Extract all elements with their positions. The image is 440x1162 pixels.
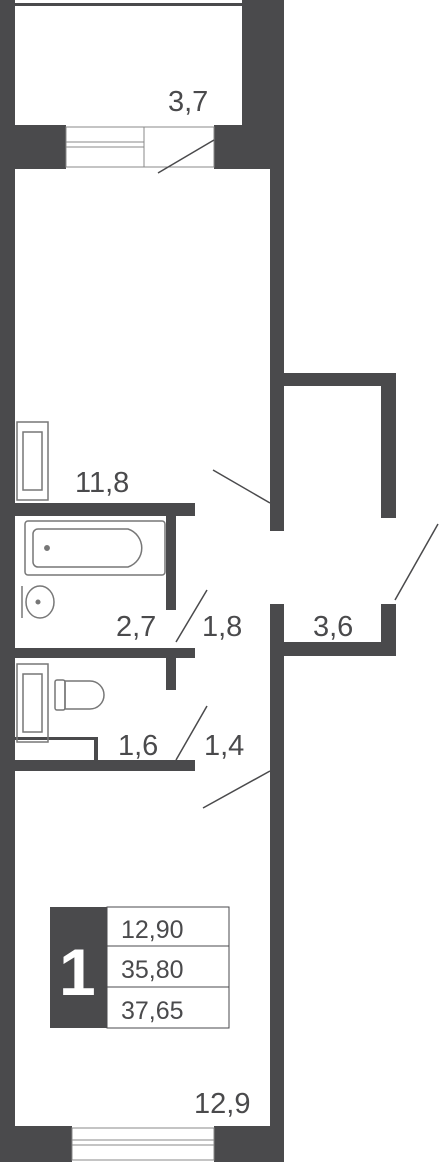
living-area: 12,90 xyxy=(121,916,184,944)
fixtures xyxy=(16,421,166,743)
bath-door-stub xyxy=(166,658,176,690)
wall-pier-right xyxy=(214,125,284,169)
bottom-pier-left xyxy=(0,1126,72,1162)
kitchen-door-swing xyxy=(202,770,271,809)
wall-pier-left xyxy=(0,125,66,169)
area-toilet-corridor: 1,4 xyxy=(204,730,244,762)
storage-bottom-wall xyxy=(284,642,396,656)
balcony-right-wall xyxy=(242,0,284,125)
toilet-bowl xyxy=(64,680,105,710)
bath-door-swing xyxy=(175,589,208,643)
walls xyxy=(0,0,396,1162)
area-toilet: 1,6 xyxy=(118,730,158,762)
toilet-bottom-wall xyxy=(15,760,195,771)
bath-right-stub xyxy=(166,516,176,610)
storage-door-swing xyxy=(394,523,439,601)
area-kitchen: 12,9 xyxy=(194,1088,250,1120)
bath-drain xyxy=(44,545,50,551)
door-swings xyxy=(157,139,439,809)
area-room: 11,8 xyxy=(75,467,129,499)
bath-top-wall xyxy=(15,503,195,516)
toilet-door-swing xyxy=(175,705,208,761)
area-bath-corridor: 1,8 xyxy=(202,611,242,643)
storage-left-jamb xyxy=(270,604,284,656)
toilet-cabinet xyxy=(16,663,49,743)
toilet-duct xyxy=(94,737,98,762)
bottom-window-frame xyxy=(71,1127,215,1161)
area-bathroom: 2,7 xyxy=(116,611,156,643)
room-wardrobe xyxy=(16,421,49,501)
rooms-count: 1 xyxy=(59,935,96,1009)
outer-left-wall xyxy=(0,169,15,1126)
area-storage: 3,6 xyxy=(313,611,353,643)
summary-table xyxy=(106,906,230,1029)
toilet-tank xyxy=(54,679,66,711)
room-door-swing xyxy=(212,469,271,504)
storage-right-wall xyxy=(381,373,396,518)
bathtub xyxy=(24,520,166,576)
kitchen-right-wall xyxy=(270,656,284,1126)
toilet-duct-top xyxy=(15,737,98,740)
balcony-door-swing xyxy=(157,139,215,174)
rooms-count-box xyxy=(50,907,107,1028)
apartment-summary: 1 12,90 35,80 37,65 xyxy=(50,906,230,1029)
area-labels: 3,7 11,8 2,7 1,8 3,6 1,6 1,4 12,9 xyxy=(75,86,353,1120)
windows xyxy=(65,126,215,1161)
total-area-with-balcony: 37,65 xyxy=(121,997,184,1025)
area-balcony: 3,7 xyxy=(168,86,208,118)
total-area: 35,80 xyxy=(121,956,184,984)
balcony-top-rail xyxy=(15,3,242,6)
balcony-left-wall xyxy=(0,0,15,125)
bottom-pier-right xyxy=(214,1126,284,1162)
storage-top-wall xyxy=(284,373,396,386)
bath-bottom-wall xyxy=(15,648,195,658)
room-right-wall xyxy=(270,169,284,531)
bathroom-sink xyxy=(25,585,55,619)
